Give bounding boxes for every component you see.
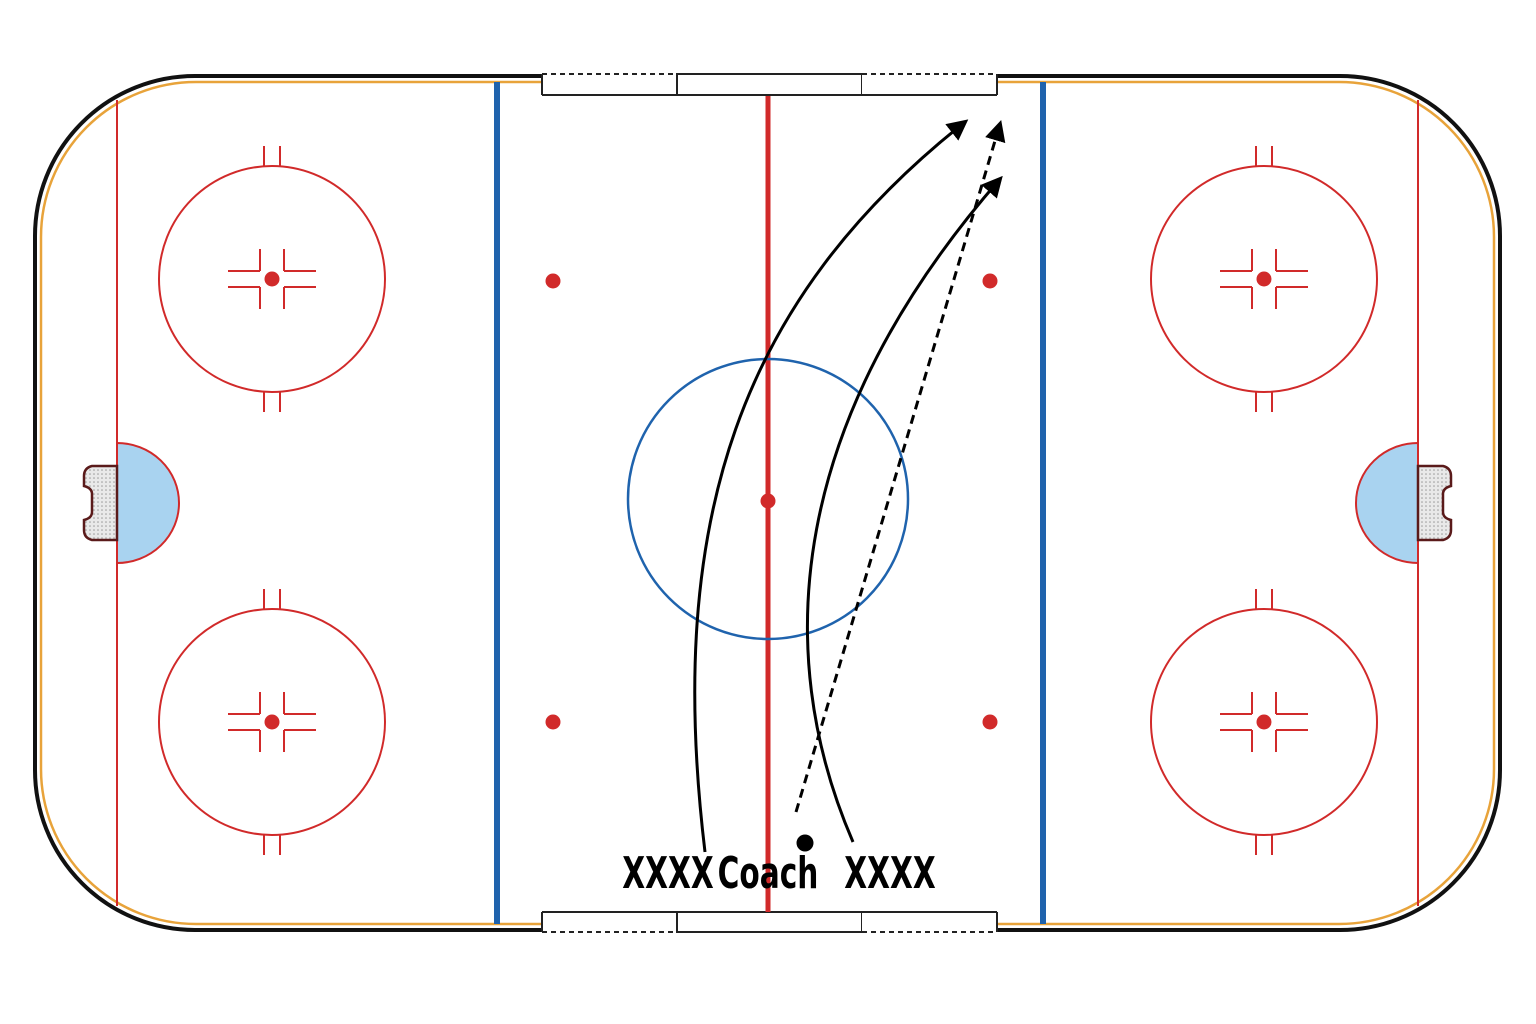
neutral-dot-top-right — [982, 273, 998, 289]
skate-path-left-group — [693, 119, 969, 853]
faceoff-bottom-left-ring — [158, 608, 386, 836]
top-benches — [541, 73, 998, 96]
left-goal-crease — [116, 441, 180, 565]
bottom-benches — [541, 911, 998, 933]
right-goal-net — [1416, 464, 1453, 542]
right-goal-crease — [1355, 441, 1419, 565]
faceoff-bottom-right-spot — [1256, 714, 1272, 730]
faceoff-bottom-right-ring — [1150, 608, 1378, 836]
neutral-dot-top-left — [545, 273, 561, 289]
left-goal-net — [82, 464, 119, 542]
center-faceoff-dot — [760, 493, 776, 509]
center-circle — [626, 357, 910, 641]
faceoff-top-left-ring — [158, 165, 386, 393]
faceoff-bottom-left-spot — [264, 714, 280, 730]
faceoff-top-left-spot — [264, 271, 280, 287]
left-group-label: XXXX — [622, 847, 714, 898]
faceoff-bottom-right — [1150, 589, 1378, 855]
coach-label: Coach — [718, 847, 819, 898]
neutral-dot-bottom-right — [982, 714, 998, 730]
faceoff-bottom-left — [158, 589, 386, 855]
faceoff-top-left — [158, 146, 386, 412]
faceoff-top-right-ring — [1150, 165, 1378, 393]
right-group-label: XXXX — [844, 847, 936, 898]
faceoff-circles — [158, 146, 1378, 855]
puck — [796, 834, 814, 852]
neutral-dot-bottom-left — [545, 714, 561, 730]
faceoff-top-right — [1150, 146, 1378, 412]
skate-path-right-group — [805, 175, 1003, 843]
faceoff-top-right-spot — [1256, 271, 1272, 287]
